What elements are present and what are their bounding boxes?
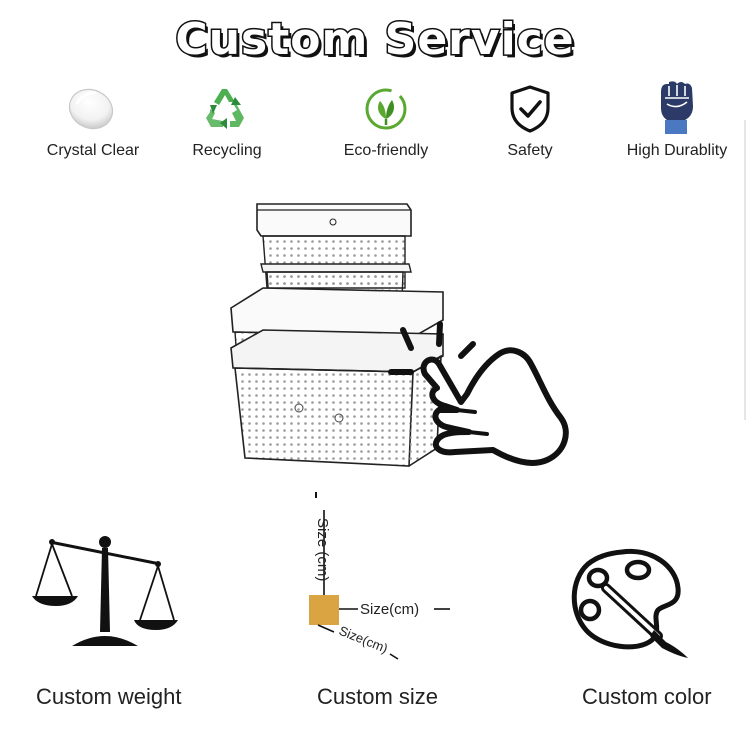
stacked-containers-illustration [230, 203, 569, 467]
page-title: Custom Service [174, 13, 575, 67]
custom-color-label: Custom color [582, 684, 712, 709]
hand-pointer-icon [420, 347, 569, 466]
feature-high-durability: High Durablity [602, 78, 750, 160]
custom-weight-label: Custom weight [36, 684, 182, 709]
feature-label: Safety [507, 142, 553, 159]
feature-crystal-clear: Crystal Clear [18, 78, 168, 160]
crystal-droplet-icon [68, 88, 114, 130]
custom-size-label: Custom size [317, 684, 439, 709]
size-label-horizontal: Size(cm) [360, 601, 419, 618]
large-container [230, 287, 444, 467]
palette-brush-icon [571, 548, 688, 658]
fist-icon [661, 81, 693, 134]
feature-recycling: Recycling [152, 78, 302, 160]
feature-label: High Durablity [626, 142, 728, 159]
feature-safety: Safety [455, 78, 605, 160]
feature-label: Recycling [192, 142, 262, 159]
feature-label: Crystal Clear [46, 142, 140, 159]
balance-scale-icon [32, 536, 178, 646]
feature-eco-friendly: Eco-friendly [311, 78, 461, 160]
right-edge-divider [744, 120, 746, 420]
shield-check-icon [510, 85, 550, 133]
tap-motion-lines [388, 321, 476, 375]
eco-leaf-icon [365, 88, 407, 130]
size-cube-icon: Size (cm) Size(cm) Size(cm) [309, 492, 450, 660]
feature-label: Eco-friendly [343, 142, 429, 159]
recycling-icon [206, 89, 244, 129]
size-label-vertical: Size (cm) [314, 518, 331, 581]
size-label-diagonal: Size(cm) [337, 623, 390, 656]
